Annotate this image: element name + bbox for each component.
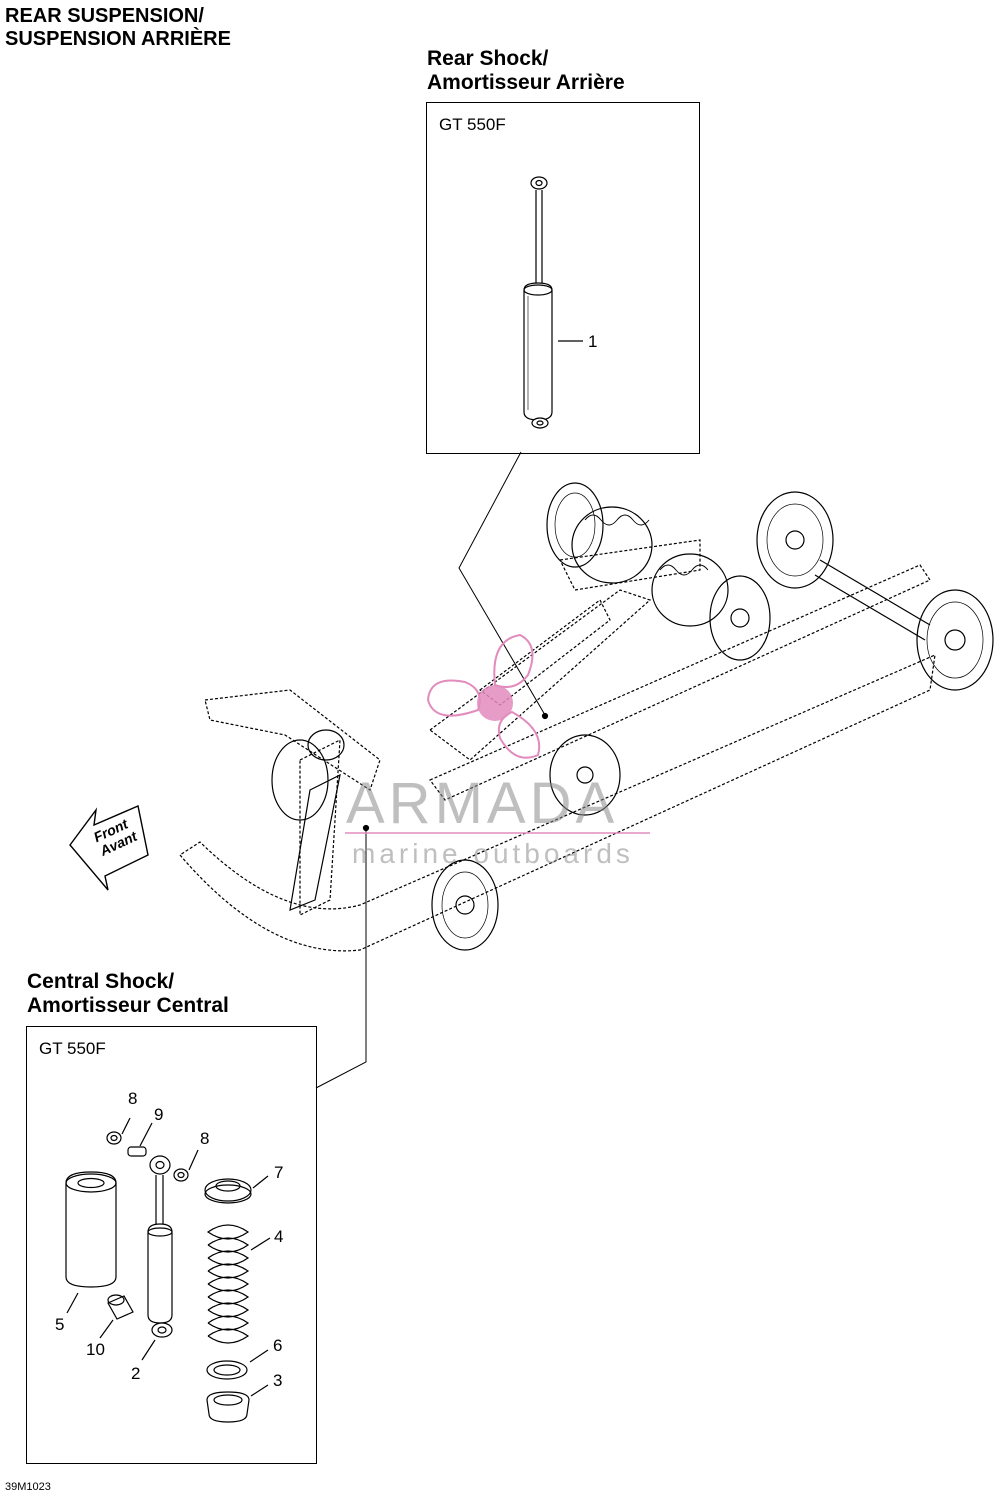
callout-1[interactable]: 1: [588, 332, 598, 351]
rear-shock-heading-line1: Rear Shock/: [427, 47, 549, 70]
rear-shock-model: GT 550F: [439, 115, 506, 134]
callout-2[interactable]: 2: [131, 1364, 141, 1383]
watermark-logo-icon: [345, 633, 650, 834]
rear-shock-drawing: [523, 176, 583, 429]
callout-5[interactable]: 5: [55, 1315, 65, 1334]
diagram-code: 39M1023: [5, 1481, 51, 1493]
callout-3[interactable]: 3: [273, 1371, 283, 1390]
callout-4[interactable]: 4: [274, 1227, 284, 1246]
callout-10[interactable]: 10: [86, 1340, 105, 1359]
frame-central-shock-drawing: [289, 729, 345, 911]
watermark-brand: ARMADA: [346, 771, 619, 836]
callout-8-lower[interactable]: 8: [200, 1129, 210, 1148]
watermark-tagline: marine outboards: [352, 838, 634, 869]
central-shock-heading: Central Shock/ Amortisseur Central: [27, 970, 229, 1018]
rear-springs-drawing: [571, 506, 729, 627]
central-shock-parts-drawing: [65, 1117, 271, 1423]
rear-shock-panel: GT 550F 1: [426, 102, 700, 454]
central-shock-model: GT 550F: [39, 1039, 106, 1058]
page-title-line2: SUSPENSION ARRIÈRE: [5, 28, 231, 50]
central-shock-heading-line1: Central Shock/: [27, 970, 175, 993]
suspension-frame-drawing: [179, 539, 936, 952]
rear-shock-heading-line2: Amortisseur Arrière: [427, 71, 625, 94]
page-title-line1: REAR SUSPENSION/: [5, 5, 204, 27]
page-title: REAR SUSPENSION/ SUSPENSION ARRIÈRE: [5, 5, 231, 51]
callout-6[interactable]: 6: [273, 1336, 283, 1355]
rear-shock-heading: Rear Shock/ Amortisseur Arrière: [427, 47, 625, 95]
central-shock-heading-line2: Amortisseur Central: [27, 994, 229, 1017]
idler-wheels-drawing: [271, 482, 994, 951]
callout-7[interactable]: 7: [274, 1163, 284, 1182]
callout-8-upper[interactable]: 8: [128, 1089, 138, 1108]
callout-9[interactable]: 9: [154, 1105, 164, 1124]
front-direction-arrow[interactable]: [69, 805, 149, 891]
